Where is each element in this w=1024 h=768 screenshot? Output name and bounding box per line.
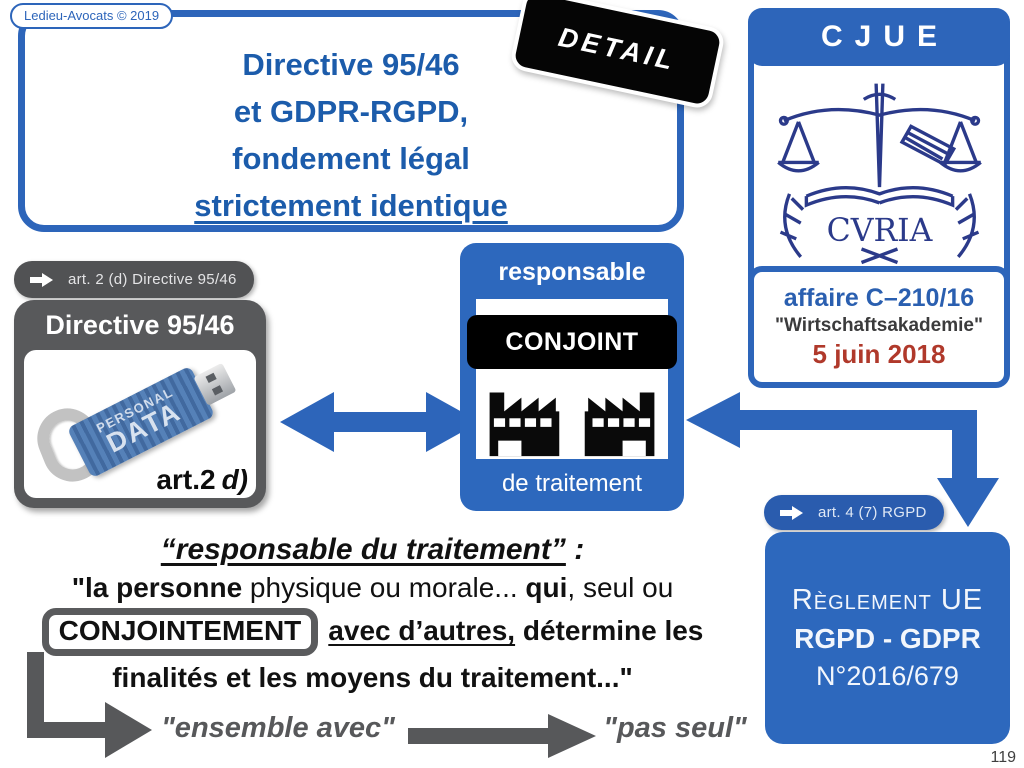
curia-logo: CVRIA [754,70,1004,266]
quote-seg: physique ou morale... [242,572,526,603]
pas-seul-label: "pas seul" [603,712,747,744]
title-line-1: Directive 95/46 [242,47,460,82]
usb-stick-icon: PERSONAL DATA [66,362,237,479]
quote-line-4: finalités et les moyens du traitement...… [112,662,633,693]
page-number: 119 [990,749,1016,766]
quote-seg: , seul ou [567,572,674,603]
quote-line-1: “responsable du traitement” : [0,533,745,567]
case-date: 5 juin 2018 [812,339,946,369]
cjue-panel: CJUE CVRIA affaire [748,8,1010,388]
case-name: "Wirtschaftsakademie" [775,315,983,336]
case-box: affaire C–210/16 "Wirtschaftsakademie" 5… [748,266,1010,388]
rgpd-ref-badge: art. 4 (7) RGPD [764,495,944,530]
directive-ref-label: art. 2 (d) Directive 95/46 [68,271,237,288]
quote-seg: avec d’autres, [328,615,516,646]
quote-line-3: CONJOINTEMENT avec d’autres, détermine le… [0,608,745,656]
rgpd-line3: N°2016/679 [816,661,959,691]
responsable-label: responsable [498,257,646,286]
factory-icon [584,392,655,457]
usb-label: PERSONAL DATA [67,366,215,479]
conjointement-connector-arrow [27,652,152,758]
ensemble-avec-label: "ensemble avec" [161,712,395,744]
right-arrow-icon [780,505,803,520]
quote-line-2: "la personne physique ou morale... qui, … [0,572,745,604]
directive-ref-badge: art. 2 (d) Directive 95/46 [14,261,254,298]
factories [474,375,670,457]
quote-seg: qui [525,572,568,603]
de-traitement-label: de traitement [501,470,643,497]
pas-seul-arrow [408,714,596,758]
conjoint-label: CONJOINT [467,315,677,369]
scales-of-justice-icon: CVRIA [776,83,982,265]
article-2-text: art.2 [156,464,216,495]
rgpd-line2: RGPD - GDPR [794,623,981,654]
slide-title: Directive 95/46 et GDPR-RGPD, fondement … [25,41,677,229]
usb-slot [211,385,224,396]
title-line-3: fondement légal [232,141,470,176]
quote-term: “responsable du traitement” [160,533,566,566]
article-d-text: d) [221,464,248,495]
usb-slot [205,372,217,384]
conjointement-box: CONJOINTEMENT [41,608,319,656]
factory-icon [489,392,560,457]
title-line-4: strictement identique [194,188,508,223]
curia-caption: CVRIA [826,213,933,249]
cjue-title: CJUE [748,8,1010,66]
quote-seg: détermine les [515,615,704,646]
rgpd-line1: Règlement UE [791,584,984,616]
quote-seg: "la personne [71,572,243,603]
definition-quote: “responsable du traitement” : "la person… [0,533,745,694]
double-arrow [280,392,480,452]
rgpd-box: Règlement UE RGPD - GDPR N°2016/679 [765,532,1010,744]
rgpd-ref-label: art. 4 (7) RGPD [818,504,927,521]
title-line-2: et GDPR-RGPD, [233,94,469,129]
quote-colon: : [565,533,585,566]
copyright-badge: Ledieu-Avocats © 2019 [10,3,174,29]
controller-panel: responsable CONJOINT de traitement [460,243,684,511]
right-arrow-icon [30,272,53,287]
elbow-arrow [686,392,999,527]
case-number: affaire C–210/16 [783,284,975,312]
directive-panel-title: Directive 95/46 [45,309,235,340]
